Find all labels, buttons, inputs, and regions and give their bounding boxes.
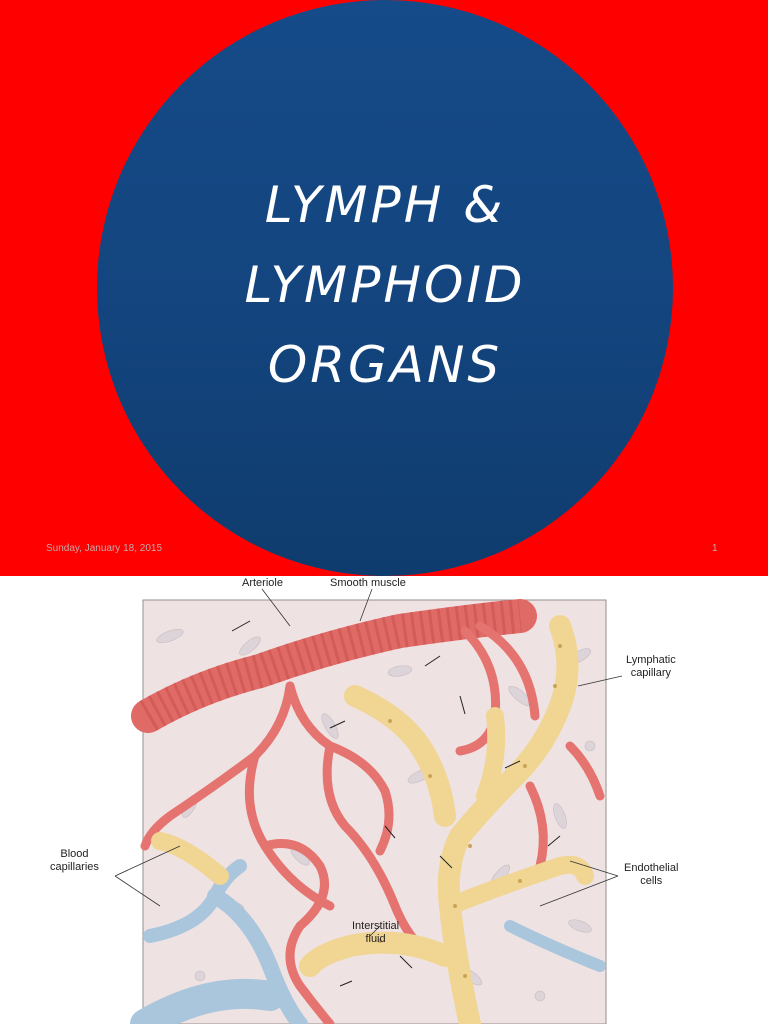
lymph-capillary-figure: Arteriole Smooth muscle Lymphatic capill… xyxy=(0,576,768,1024)
lymph-dots xyxy=(378,644,562,978)
title-circle xyxy=(97,0,673,576)
title-slide: LYMPH & LYMPHOID ORGANS Sunday, January … xyxy=(0,0,768,576)
flow-arrows xyxy=(231,620,561,987)
title-line-1: LYMPH & xyxy=(264,176,506,234)
slide-title: LYMPH & LYMPHOID ORGANS xyxy=(97,165,673,405)
smooth-muscle-bands xyxy=(139,599,522,731)
label-blood-capillaries: Blood capillaries xyxy=(50,848,99,873)
slide-date: Sunday, January 18, 2015 xyxy=(46,543,163,554)
label-lymphatic-capillary: Lymphatic capillary xyxy=(626,654,676,679)
slide-page-number: 1 xyxy=(712,543,718,554)
title-line-3: ORGANS xyxy=(267,336,503,394)
label-endothelial-cells: Endothelial cells xyxy=(624,862,679,887)
venule xyxy=(130,859,606,1024)
blood-capillary-network xyxy=(140,621,605,1024)
label-arteriole: Arteriole xyxy=(242,577,283,589)
label-smooth-muscle: Smooth muscle xyxy=(330,577,406,589)
lymphatic-capillary-vessel xyxy=(151,615,594,1024)
tissue-illustration xyxy=(114,588,623,1024)
title-line-2: LYMPHOID xyxy=(244,256,526,314)
leader-lines xyxy=(114,588,623,937)
label-interstitial-fluid: Interstitial fluid xyxy=(352,920,400,945)
